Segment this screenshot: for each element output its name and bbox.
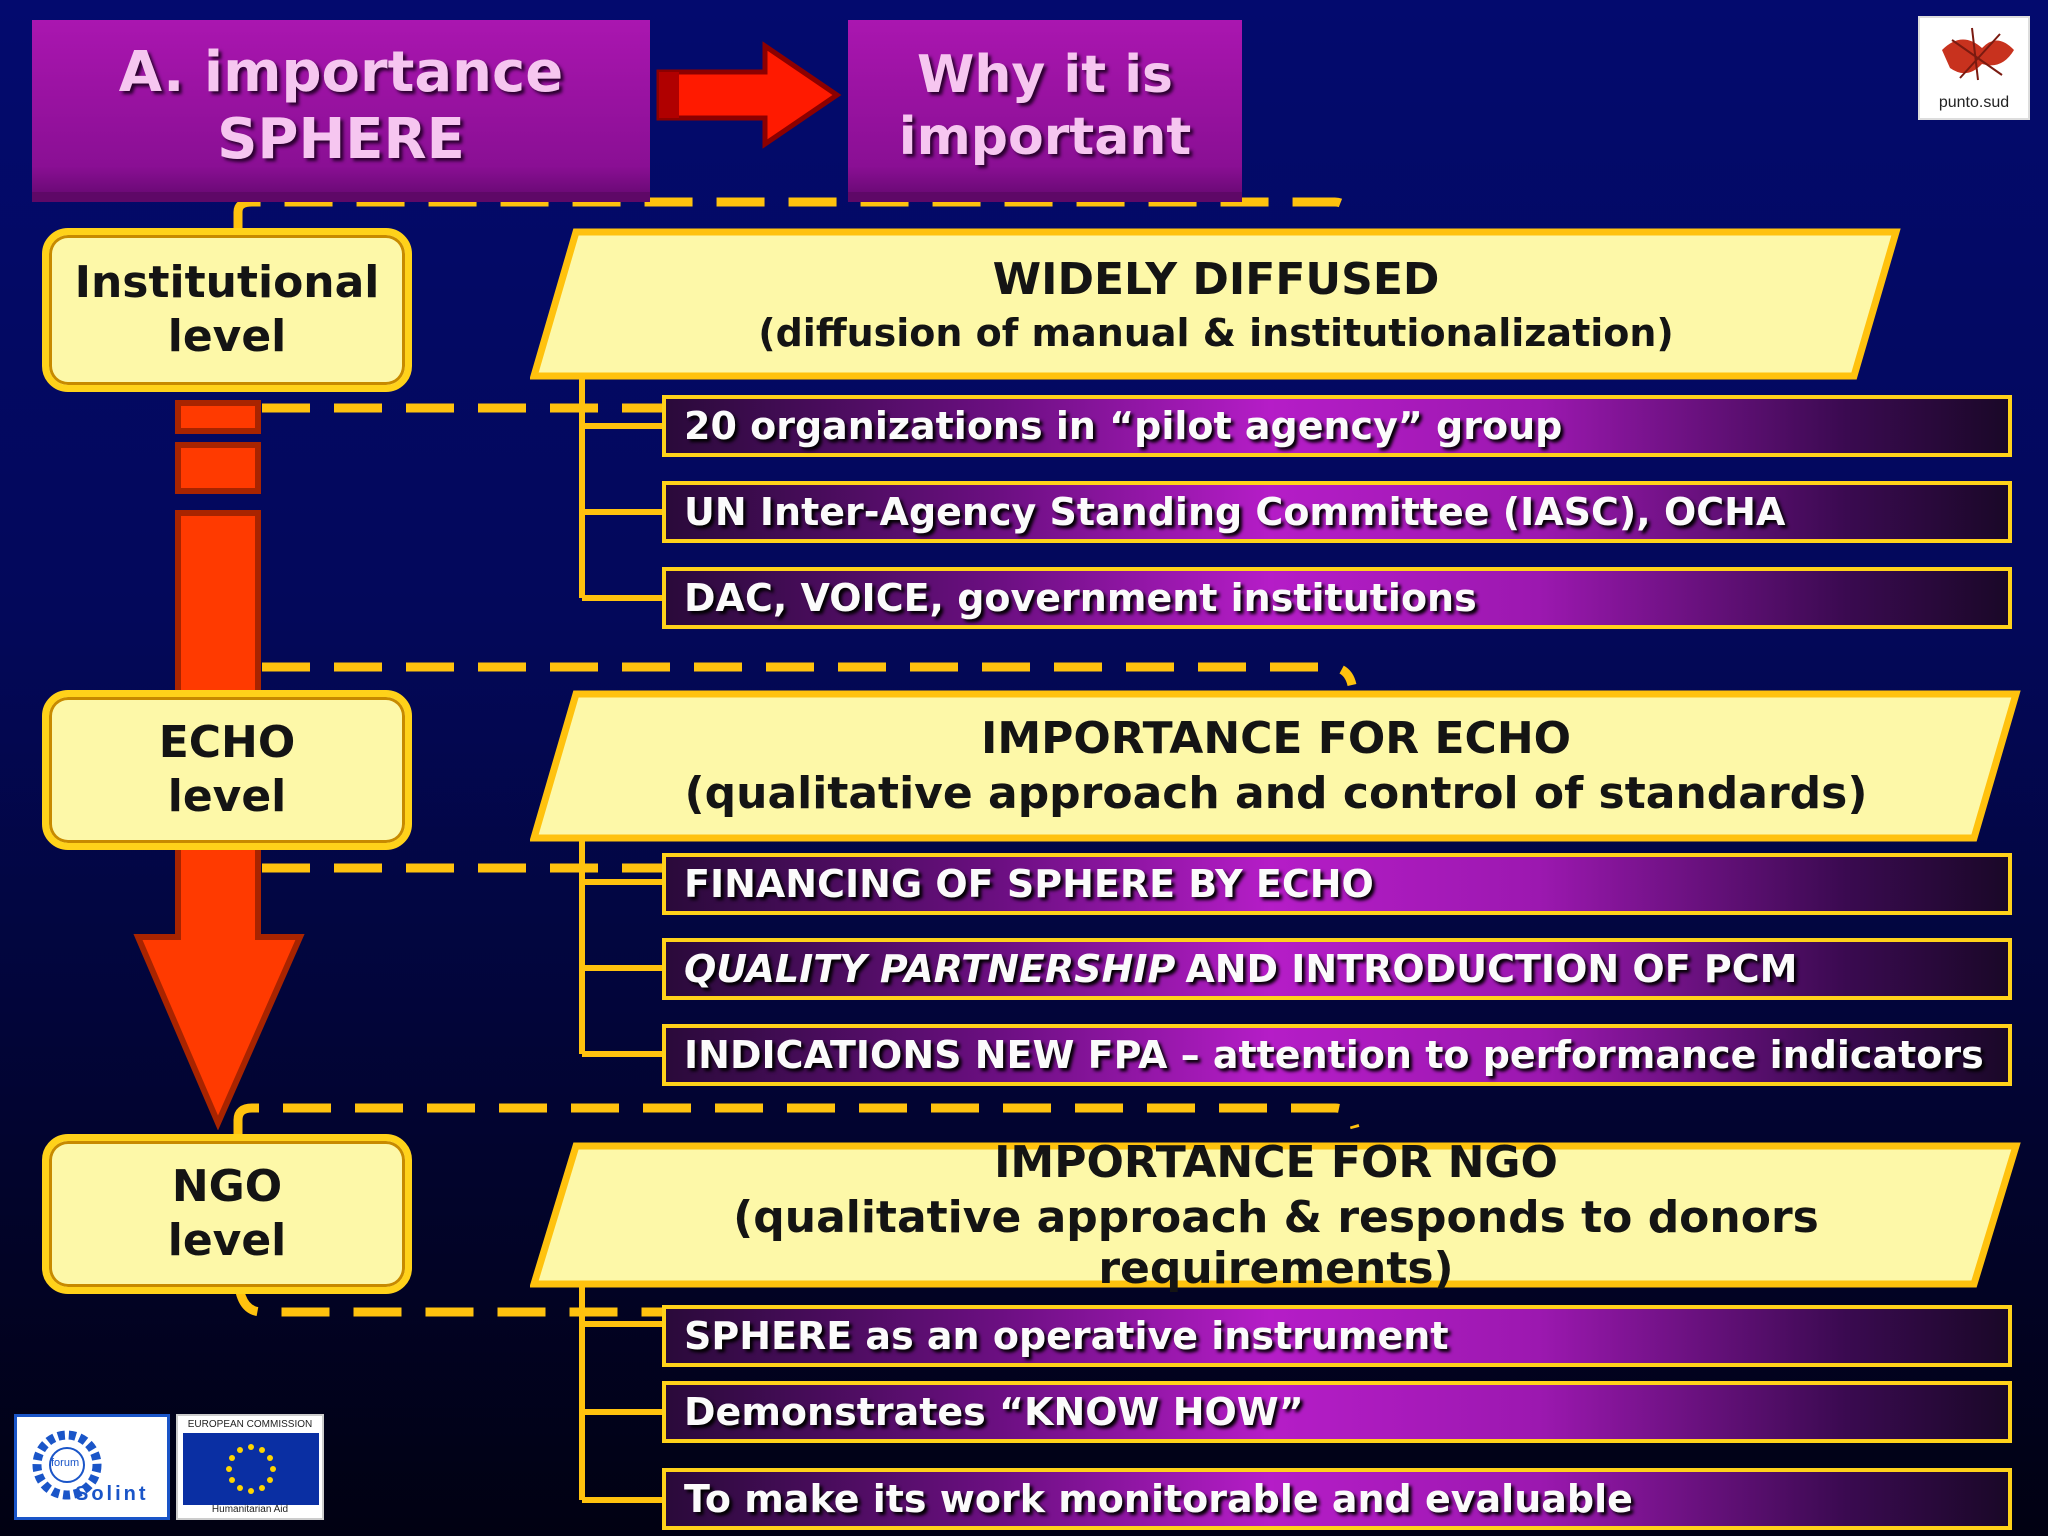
section-banner-2: IMPORTANCE FOR ECHO (qualitative approac… — [560, 694, 1992, 838]
right-arrow-icon — [656, 41, 842, 149]
level-ngo: NGO level — [42, 1134, 412, 1294]
section-title: WIDELY DIFFUSED — [992, 253, 1440, 305]
section-banner-3: IMPORTANCE FOR NGO (qualitative approach… — [560, 1137, 1992, 1294]
punto-sud-text: punto.sud — [1938, 94, 2010, 111]
section-title: IMPORTANCE FOR ECHO — [980, 713, 1572, 764]
section-subtitle: (qualitative approach & responds to dono… — [733, 1191, 1819, 1294]
punto-sud-icon — [1942, 27, 2014, 81]
banner-shape-3 — [530, 1142, 2021, 1288]
banner-shape-1 — [530, 228, 1901, 380]
section-subtitle: (diffusion of manual & institutionalizat… — [758, 310, 1674, 355]
list-item: Demonstrates “KNOW HOW” — [662, 1381, 2012, 1443]
level-label-line-2: level — [167, 1215, 287, 1266]
list-item: INDICATIONS NEW FPA – attention to perfo… — [662, 1024, 2012, 1086]
subtitle-line-1: Why it is — [917, 44, 1173, 105]
solint-small-text: forum — [51, 1457, 80, 1469]
level-institutional: Institutional level — [42, 228, 412, 392]
level-label-line-1: Institutional — [74, 257, 380, 309]
title-line-2: SPHERE — [217, 107, 465, 172]
title-box: A. importance SPHERE — [32, 20, 650, 192]
section-title: IMPORTANCE FOR NGO — [994, 1136, 1558, 1188]
list-item: DAC, VOICE, government institutions — [662, 567, 2012, 629]
ec-humanitarian-aid-logo: EUROPEAN COMMISSION Humanitarian Aid — [176, 1414, 324, 1520]
section-subtitle: (qualitative approach and control of sta… — [684, 768, 1868, 819]
level-echo: ECHO level — [42, 690, 412, 850]
solint-logo: forum Solint — [14, 1414, 170, 1520]
list-item: 20 organizations in “pilot agency” group — [662, 395, 2012, 457]
section-banner-1: WIDELY DIFFUSED (diffusion of manual & i… — [560, 232, 1872, 376]
list-item: SPHERE as an operative instrument — [662, 1305, 2012, 1367]
title-line-1: A. importance — [118, 39, 564, 105]
level-label-line-2: level — [167, 771, 287, 822]
solint-text: Solint — [75, 1483, 149, 1505]
item-rest-part: AND INTRODUCTION OF PCM — [1185, 947, 1798, 991]
list-item: FINANCING OF SPHERE BY ECHO — [662, 853, 2012, 915]
banner-shape-2 — [530, 690, 2021, 842]
ec-top-text: EUROPEAN COMMISSION — [187, 1419, 313, 1430]
item-italic-part: QUALITY PARTNERSHIP — [684, 947, 1176, 991]
list-item: To make its work monitorable and evaluab… — [662, 1468, 2012, 1530]
level-label-line-1: NGO — [171, 1161, 283, 1213]
subtitle-box: Why it is important — [848, 20, 1242, 192]
level-label-line-1: ECHO — [158, 717, 296, 769]
list-item: QUALITY PARTNERSHIP AND INTRODUCTION OF … — [662, 938, 2012, 1000]
ec-bottom-text: Humanitarian Aid — [211, 1504, 289, 1515]
list-item: UN Inter-Agency Standing Committee (IASC… — [662, 481, 2012, 543]
eu-flag-icon — [183, 1433, 319, 1505]
level-label-line-2: level — [167, 311, 287, 362]
punto-sud-logo: punto.sud — [1918, 16, 2030, 120]
solint-icon — [32, 1430, 102, 1500]
subtitle-line-2: important — [898, 107, 1192, 167]
